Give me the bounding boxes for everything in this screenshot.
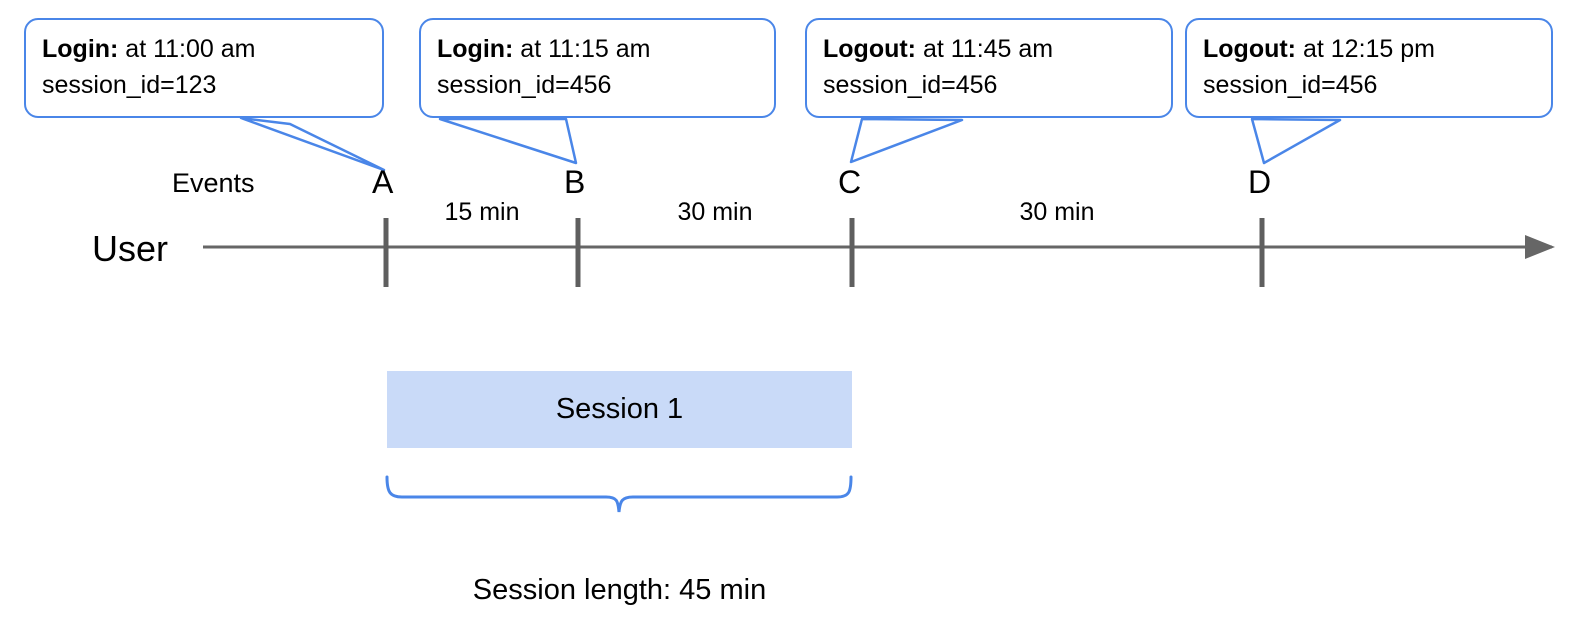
callout-c-line1: Logout: at 11:45 am (823, 32, 1155, 68)
session-bar-label: Session 1 (555, 393, 684, 425)
callout-a-line1: Login: at 11:00 am (42, 32, 366, 68)
tick-label-d: D (1248, 164, 1272, 200)
tick-label-b: B (564, 164, 586, 200)
callout-a-session: session_id=123 (42, 70, 217, 99)
callout-d-label: Logout: (1203, 35, 1297, 63)
callout-d-time: at 12:15 pm (1296, 35, 1435, 63)
session-bar-session-1: Session 1 (387, 371, 852, 448)
callout-tail-a (239, 116, 386, 172)
callout-event-a: Login: at 11:00 am session_id=123 (24, 18, 384, 118)
interval-label-ab: 15 min (444, 198, 520, 226)
tick-label-c: C (838, 164, 862, 200)
callout-d-line1: Logout: at 12:15 pm (1203, 32, 1535, 68)
events-row-label: Events (172, 168, 255, 198)
callout-tail-c (849, 117, 964, 164)
callout-b-line1: Login: at 11:15 am (437, 32, 758, 68)
callout-event-b: Login: at 11:15 am session_id=456 (419, 18, 776, 118)
callout-a-time: at 11:00 am (118, 35, 256, 63)
interval-label-cd: 30 min (1019, 198, 1095, 226)
callout-a-label: Login: (42, 35, 119, 63)
session-length-brace (385, 475, 853, 513)
callout-tail-b (438, 117, 578, 165)
callout-b-time: at 11:15 am (513, 35, 651, 63)
interval-label-bc: 30 min (677, 198, 753, 226)
user-row-label: User (92, 228, 169, 269)
callout-tail-d (1250, 117, 1342, 165)
callout-c-time: at 11:45 am (916, 35, 1054, 63)
callout-b-label: Login: (437, 35, 514, 63)
callout-c-label: Logout: (823, 35, 917, 63)
callout-event-c: Logout: at 11:45 am session_id=456 (805, 18, 1173, 118)
tick-label-a: A (372, 164, 394, 200)
callout-c-session: session_id=456 (823, 70, 998, 99)
session-length-caption: Session length: 45 min (472, 574, 767, 606)
callout-b-session: session_id=456 (437, 70, 612, 99)
callout-event-d: Logout: at 12:15 pm session_id=456 (1185, 18, 1553, 118)
callout-d-session: session_id=456 (1203, 70, 1378, 99)
